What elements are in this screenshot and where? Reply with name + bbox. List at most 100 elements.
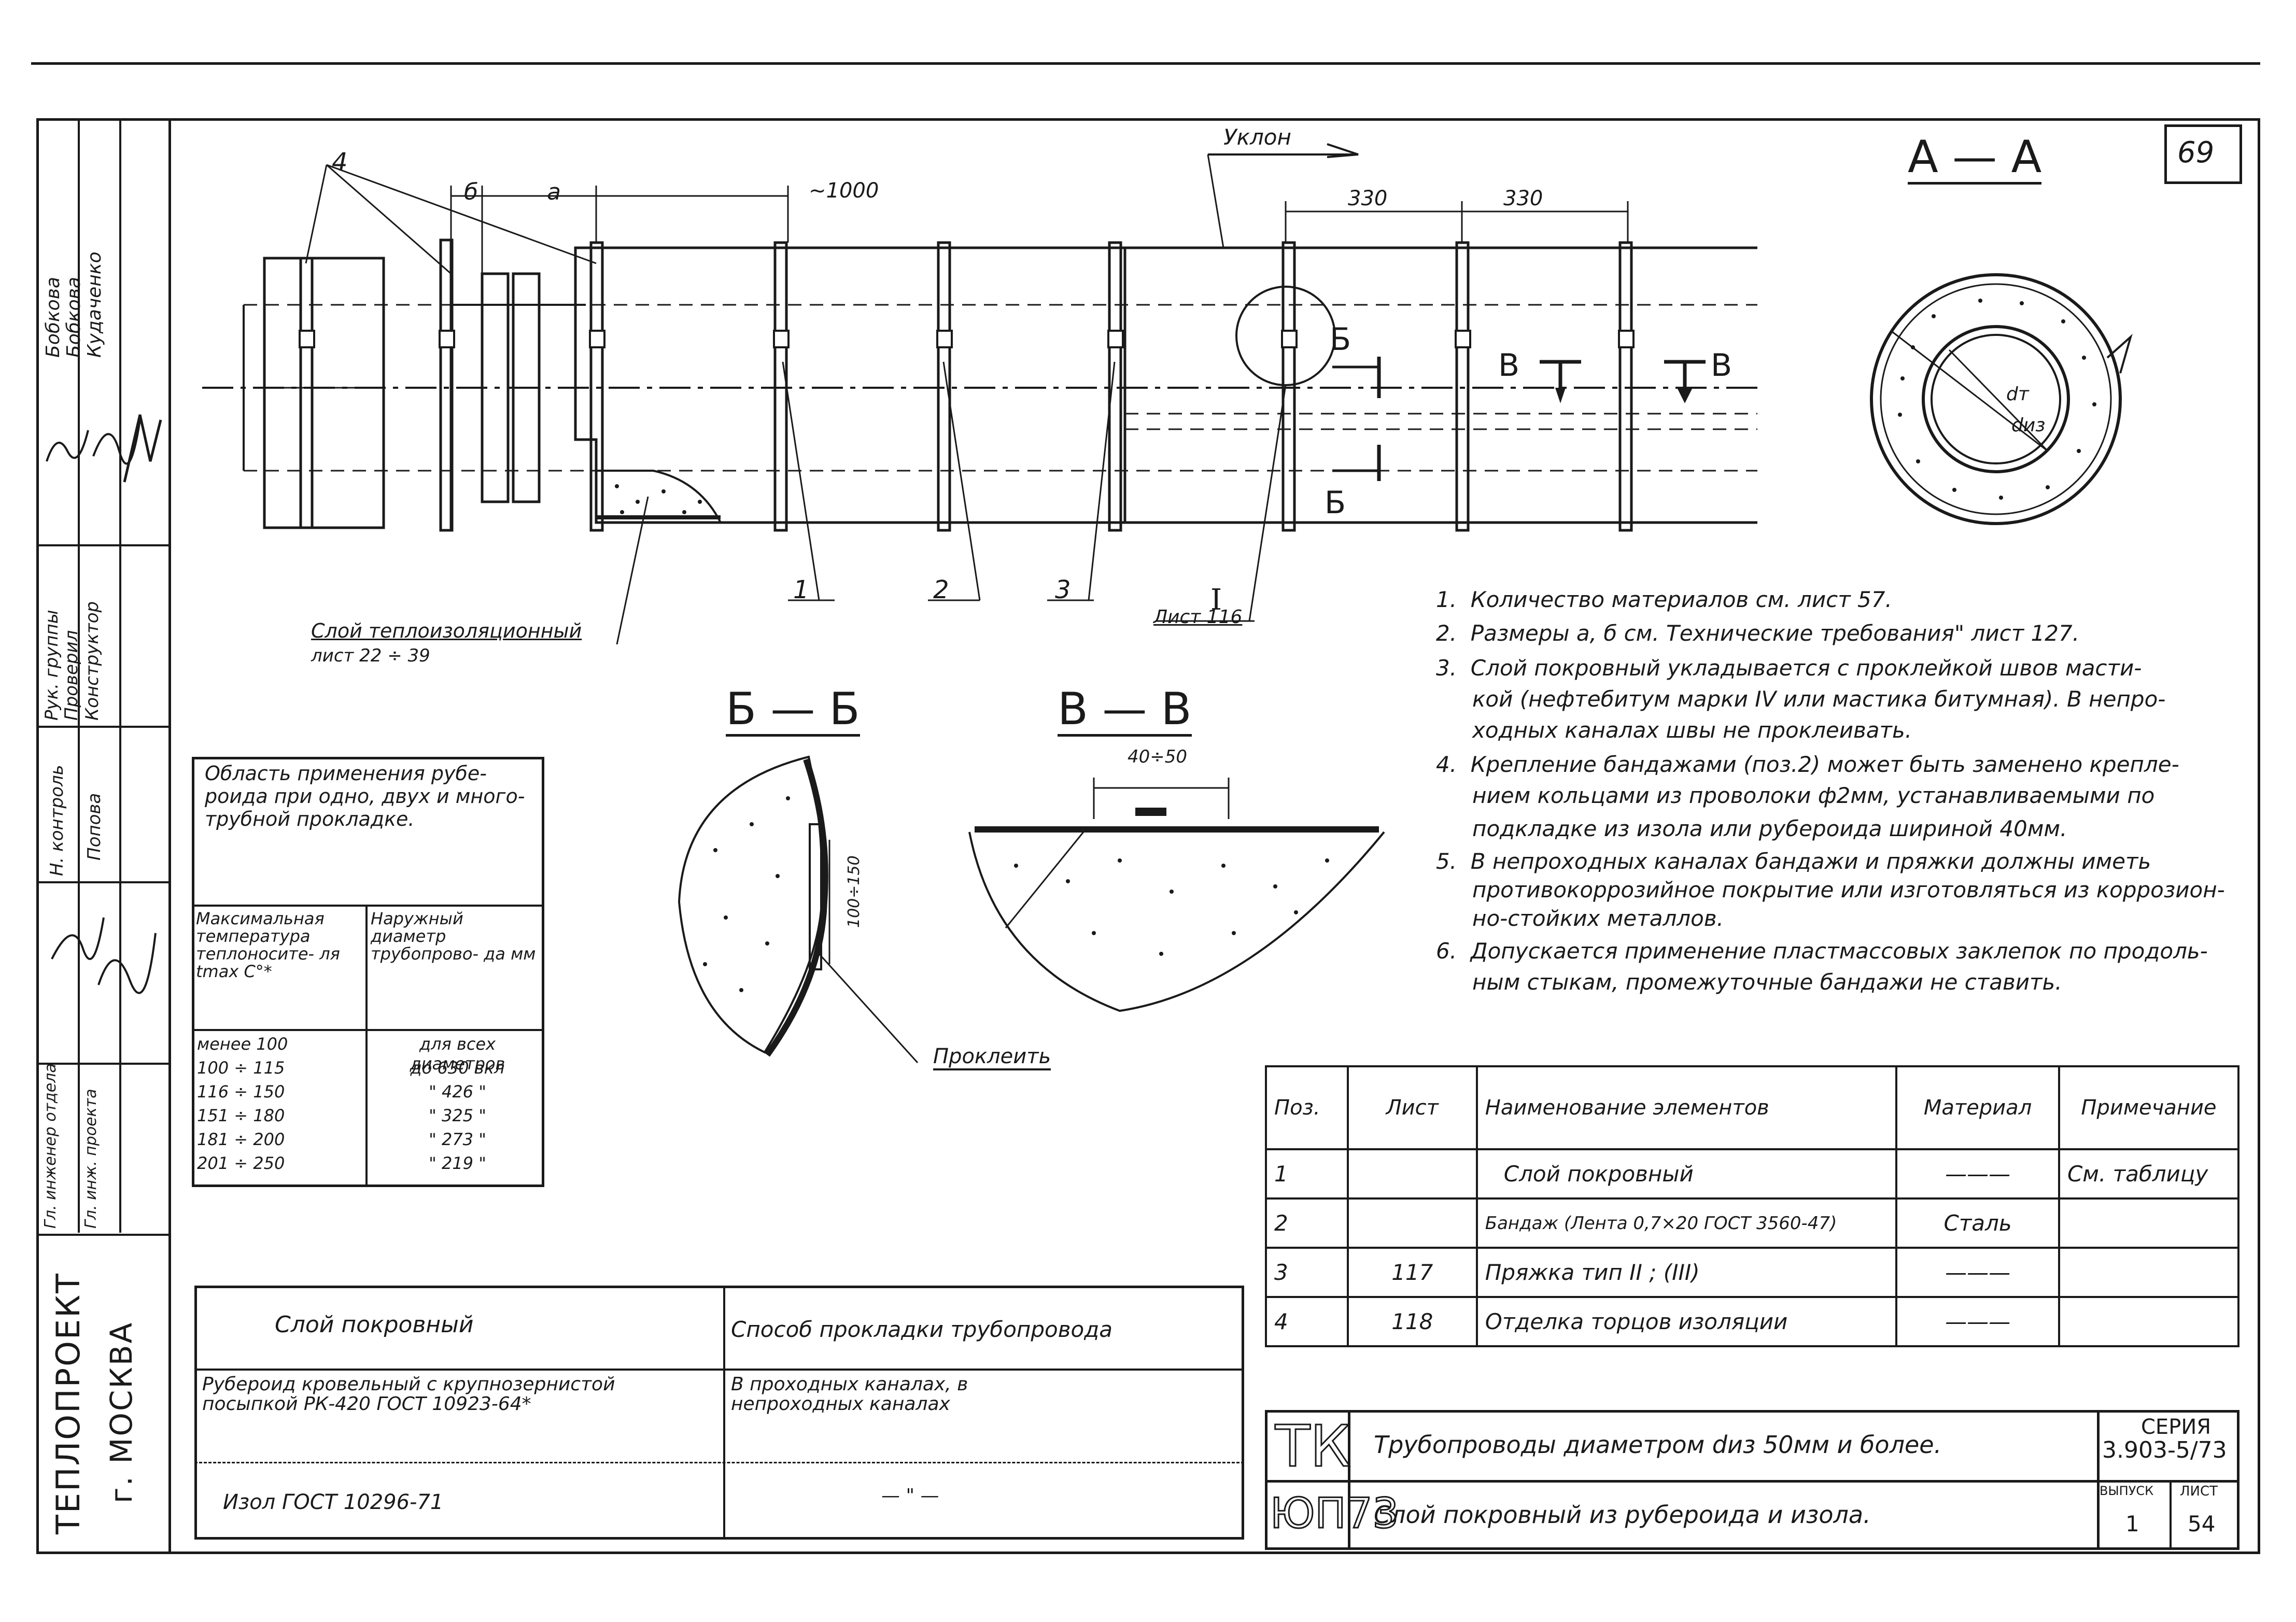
issue-label: ВЫПУСК xyxy=(2100,1484,2154,1498)
drawing-subtitle: Слой покровный из рубероида и изола. xyxy=(1374,1501,1871,1529)
spec-header: Примечание xyxy=(2058,1065,2240,1150)
series-value: 3.903-5/73 xyxy=(2102,1437,2227,1463)
bb-dim: 100÷150 xyxy=(845,855,863,928)
logo-bottom: ЮП73 xyxy=(1269,1489,1399,1539)
section-mark-v-right: В xyxy=(1711,347,1732,384)
d-outer-label: dиз xyxy=(2011,415,2046,436)
cover-divider xyxy=(194,1369,1244,1371)
section-aa-drawing xyxy=(1870,273,2133,525)
scope-row: 151 ÷ 180" 325 " xyxy=(197,1106,486,1125)
spec-row: 2 Бандаж (Лента 0,7×20 ГОСТ 3560-47) Ста… xyxy=(1265,1197,2240,1249)
stamp-role: Гл. инж. проекта xyxy=(82,1089,100,1229)
note-5-cont: противокоррозийное покрытие или изготовл… xyxy=(1472,877,2225,902)
dim-b: б xyxy=(464,179,478,205)
scope-table xyxy=(192,757,544,1187)
sheet-value: 54 xyxy=(2188,1511,2216,1536)
inner-frame-top xyxy=(36,118,2260,121)
title-divider xyxy=(1265,1480,2239,1483)
note-3-cont: ходных каналах швы не проклеивать. xyxy=(1472,717,1912,743)
scope-divider xyxy=(192,1029,544,1031)
stamp-divider xyxy=(36,1234,171,1236)
glue-label: Проклеить xyxy=(933,1045,1051,1070)
spec-header: Наименование элементов xyxy=(1475,1065,1898,1150)
drawing-area-frame xyxy=(171,118,2260,1554)
dim-length: ~1000 xyxy=(809,179,879,203)
section-mark-b-top: Б xyxy=(1330,321,1351,358)
spec-header: Поз. xyxy=(1265,1065,1349,1150)
note-5-cont: но-стойких металлов. xyxy=(1472,906,1724,931)
pipe-drawing xyxy=(202,143,1757,645)
section-vv-drawing xyxy=(968,778,1385,1012)
detail-ref: Лист 116 xyxy=(1153,607,1243,628)
stamp-role: Гл. инженер отдела xyxy=(41,1063,60,1229)
spec-row: 1 Слой покровный ———См. таблицу xyxy=(1265,1148,2240,1200)
dim-a: а xyxy=(547,179,561,205)
stamp-name: Бобкова xyxy=(43,277,64,358)
org-city: г. МОСКВА xyxy=(104,1321,139,1503)
sheet-number-box xyxy=(2164,124,2242,184)
drawing-title: Трубопроводы диаметром dиз 50мм и более. xyxy=(1374,1431,1942,1459)
cover-table xyxy=(194,1286,1244,1540)
dim-spacing-1: 330 xyxy=(1348,187,1388,210)
title-divider xyxy=(2170,1480,2172,1550)
cover-header-1: Слой покровный xyxy=(275,1311,474,1338)
note-3-cont: кой (нефтебитум марки IV или мастика бит… xyxy=(1472,686,2166,712)
d-inner-label: dт xyxy=(2006,384,2029,405)
section-mark-b-bottom: Б xyxy=(1325,485,1346,521)
stamp-divider xyxy=(36,544,171,546)
scope-table-title: Область применения рубе- роида при одно,… xyxy=(205,762,525,830)
scope-col2-header: Наружный диаметр трубопрово- да мм xyxy=(371,909,536,964)
section-bb-drawing xyxy=(678,755,919,1064)
slope-label: Уклон xyxy=(1223,124,1291,150)
sheet-number: 69 xyxy=(2177,136,2215,170)
stamp-name: Кудаченко xyxy=(84,251,105,358)
cover-cell: — " — xyxy=(881,1485,939,1506)
stamp-divider xyxy=(36,881,171,883)
insulation-ref: лист 22 ÷ 39 xyxy=(311,645,430,666)
stamp-name: Бобкова xyxy=(63,277,84,358)
cover-divider xyxy=(723,1286,725,1540)
note-2: 2. Размеры а, б см. Технические требован… xyxy=(1436,620,2080,646)
note-6: 6. Допускается применение пластмассовых … xyxy=(1436,938,2208,964)
top-border xyxy=(31,62,2260,65)
section-vv-title: В — В xyxy=(1058,684,1192,737)
scope-row: 181 ÷ 200" 273 " xyxy=(197,1130,486,1149)
note-6-cont: ным стыкам, промежуточные бандажи не ста… xyxy=(1472,969,2062,995)
spec-header: Материал xyxy=(1895,1065,2060,1150)
logo-top: ТК xyxy=(1274,1413,1351,1479)
section-bb-title: Б — Б xyxy=(726,684,860,737)
callout-4: 4 xyxy=(332,148,348,177)
stamp-divider xyxy=(36,1063,171,1065)
scope-divider xyxy=(192,905,544,907)
spec-table: Поз. Лист Наименование элементов Материа… xyxy=(1265,1065,2240,1347)
callout-2: 2 xyxy=(933,575,949,604)
stamp-divider xyxy=(36,726,171,728)
scope-col1-header: Максимальная температура теплоносите- ля… xyxy=(196,909,340,981)
callout-3: 3 xyxy=(1055,575,1071,604)
cover-cell: В проходных каналах, в непроходных канал… xyxy=(731,1374,968,1415)
scope-row: 116 ÷ 150" 426 " xyxy=(197,1082,486,1102)
insulation-label: Слой теплоизоляционный xyxy=(311,619,582,642)
sheet-label: ЛИСТ xyxy=(2180,1484,2218,1499)
scope-row: 201 ÷ 250" 219 " xyxy=(197,1153,486,1173)
scope-divider xyxy=(365,905,368,1187)
note-5: 5. В непроходных каналах бандажи и пряжк… xyxy=(1436,849,2151,874)
note-4-cont: нием кольцами из проволоки ф2мм, устанав… xyxy=(1472,783,2155,808)
dim-spacing-2: 330 xyxy=(1503,187,1543,210)
stamp-divider xyxy=(78,118,80,1233)
cover-header-2: Способ прокладки трубопровода xyxy=(731,1317,1112,1342)
section-mark-v-left: В xyxy=(1498,347,1520,384)
cover-cell: Изол ГОСТ 10296-71 xyxy=(223,1490,444,1514)
stamp-divider xyxy=(119,118,121,1233)
spec-header: Лист xyxy=(1346,1065,1478,1150)
cover-cell: Рубероид кровельный с крупнозернистой по… xyxy=(202,1374,615,1415)
callout-1: 1 xyxy=(793,575,809,604)
section-aa-title: А — А xyxy=(1908,132,2042,185)
vv-dim: 40÷50 xyxy=(1128,746,1188,767)
note-4-cont: подкладке из изола или рубероида шириной… xyxy=(1472,816,2067,841)
